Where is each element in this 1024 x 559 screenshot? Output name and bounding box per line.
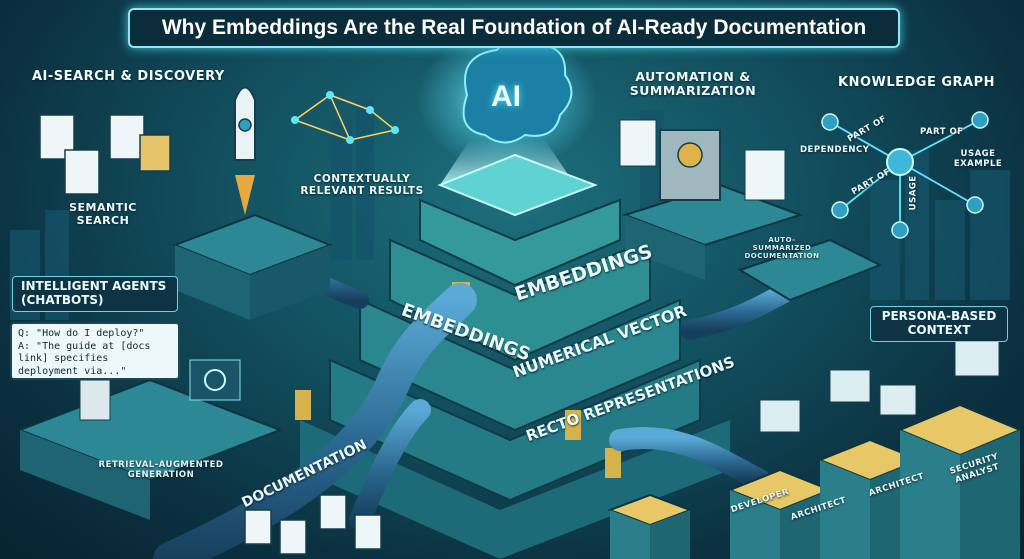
semantic-search-label: SEMANTIC SEARCH [69, 201, 137, 227]
kg-edge-part-of-2: PART OF [920, 127, 964, 137]
ai-label: AI [491, 80, 521, 113]
documentation-pages [244, 494, 382, 555]
rag-label: RETRIEVAL-AUGMENTED GENERATION [98, 460, 224, 480]
auto-summary-note: AUTO-SUMMARIZED DOCUMENTATION [744, 236, 820, 261]
automation-heading: AUTOMATION & SUMMARIZATION [629, 69, 757, 99]
kg-edge-usage-example: USAGE EXAMPLE [953, 149, 1003, 169]
knowledge-graph-heading: KNOWLEDGE GRAPH [838, 75, 996, 90]
title-banner: Why Embeddings Are the Real Foundation o… [128, 8, 900, 48]
chat-answer: A: "The guide at [docs link] specifies d… [18, 340, 151, 377]
automation-platform [619, 119, 883, 302]
search-heading: AI-SEARCH & DISCOVERY [32, 69, 225, 84]
page-title: Why Embeddings Are the Real Foundation o… [161, 16, 867, 39]
relevant-results-label: CONTEXTUALLY RELEVANT RESULTS [300, 173, 424, 198]
knowledge-graph-diagram [821, 111, 989, 239]
kg-edge-usage: USAGE [908, 175, 919, 211]
chat-question: Q: "How do I deploy?" [18, 328, 145, 339]
kg-edge-dependency: DEPENDENCY [800, 145, 870, 155]
chat-bubble: Q: "How do I deploy?" A: "The guide at [… [10, 322, 180, 380]
persona-pillars [607, 339, 1023, 559]
agents-heading: INTELLIGENT AGENTS (CHATBOTS) [12, 276, 178, 312]
search-platform [39, 86, 399, 320]
agents-platform [17, 359, 283, 520]
persona-heading: PERSONA-BASED CONTEXT [870, 306, 1008, 342]
